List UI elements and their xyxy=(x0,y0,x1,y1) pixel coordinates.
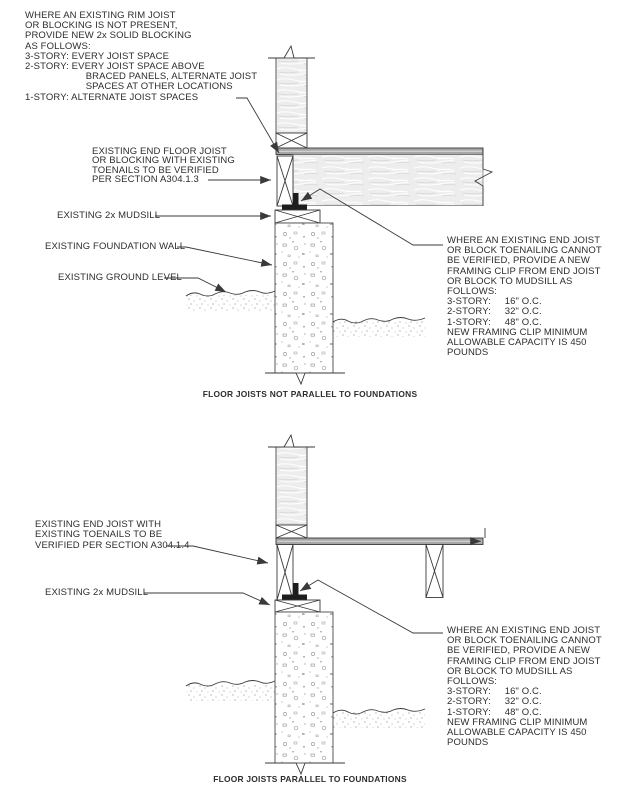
label-blocking-note: WHERE AN EXISTING RIM JOIST OR BLOCKING … xyxy=(25,10,258,103)
end-joist xyxy=(276,544,294,601)
foundation-wall xyxy=(274,611,334,764)
label-end-floor-joist: EXISTING END FLOOR JOIST OR BLOCKING WIT… xyxy=(92,146,235,185)
leader-framing-clip-note xyxy=(300,188,443,246)
foundation-break-zigzag xyxy=(295,762,306,776)
label-mudsill-top: EXISTING 2x MUDSILL xyxy=(57,210,161,221)
end-joist-blocking xyxy=(276,155,294,207)
leader-mudsill xyxy=(144,592,271,606)
label-end-joist: EXISTING END JOIST WITH EXISTING TOENAIL… xyxy=(35,519,190,551)
leader-ground-level xyxy=(164,277,227,293)
wall-stud xyxy=(275,446,308,526)
label-framing-clip-note-top: WHERE AN EXISTING END JOIST OR BLOCK TOE… xyxy=(447,235,602,359)
bottom-detail xyxy=(144,433,486,776)
ground-level-left xyxy=(185,290,276,311)
leader-foundation-wall xyxy=(177,246,273,267)
foundation-break-zigzag xyxy=(295,372,306,386)
floor-joist-section xyxy=(425,544,444,598)
leader-framing-clip-note xyxy=(299,579,443,634)
floor-break-zigzag xyxy=(474,168,494,187)
subfloor xyxy=(275,147,484,155)
framing-clip xyxy=(282,583,307,600)
bottom-plate xyxy=(275,524,308,539)
floor-joist xyxy=(292,154,484,206)
caption-bottom-detail: FLOOR JOISTS PARALLEL TO FOUNDATIONS xyxy=(213,774,407,784)
foundation-wall xyxy=(274,222,334,374)
leader-end-joist xyxy=(166,545,269,565)
top-detail xyxy=(155,44,494,386)
label-framing-clip-note-bottom: WHERE AN EXISTING END JOIST OR BLOCK TOE… xyxy=(447,625,602,749)
mudsill xyxy=(274,209,321,224)
ground-level-left xyxy=(185,680,276,701)
mudsill xyxy=(274,599,321,613)
bottom-plate xyxy=(275,132,308,149)
framing-clip xyxy=(282,193,307,210)
stud-break-zigzag xyxy=(283,44,295,59)
label-ground-level: EXISTING GROUND LEVEL xyxy=(58,272,182,283)
ground-level-right xyxy=(332,317,426,337)
caption-top-detail: FLOOR JOISTS NOT PARALLEL TO FOUNDATIONS xyxy=(202,389,418,399)
leader-blocking-note xyxy=(236,97,280,154)
ground-level-right xyxy=(332,708,426,728)
subfloor xyxy=(275,528,486,546)
label-foundation-wall: EXISTING FOUNDATION WALL xyxy=(45,241,186,252)
label-mudsill-bottom: EXISTING 2x MUDSILL xyxy=(45,587,149,598)
wall-stud xyxy=(275,57,308,134)
stud-break-zigzag xyxy=(283,433,295,448)
